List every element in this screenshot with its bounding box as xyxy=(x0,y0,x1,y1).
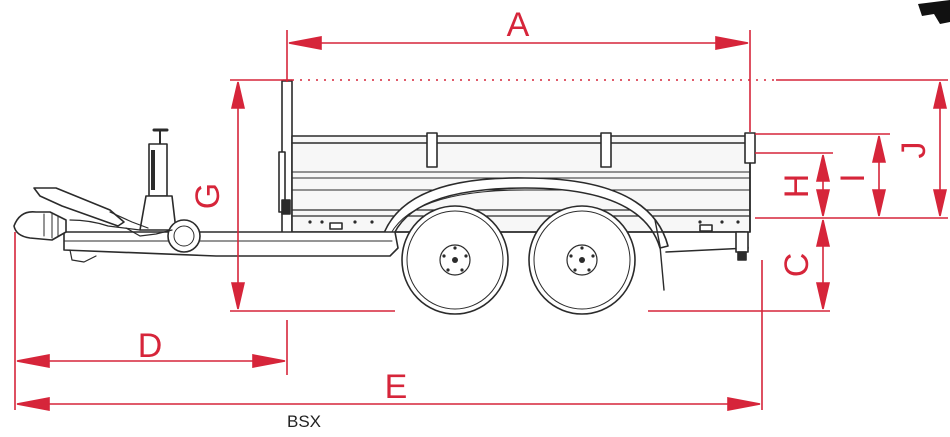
trailer-drawing xyxy=(13,80,756,315)
coupling-head xyxy=(13,187,173,263)
label-j: J xyxy=(895,142,933,159)
label-g: G xyxy=(189,183,227,209)
side-clamp xyxy=(426,132,438,168)
dimension-lines xyxy=(14,30,948,411)
drawbar xyxy=(63,231,399,257)
rear-post xyxy=(744,132,756,164)
logo-corner-icon xyxy=(918,0,950,24)
model-caption: BSX xyxy=(287,412,322,431)
wheel-rear xyxy=(528,205,636,315)
wheel-front xyxy=(401,205,509,315)
label-a: A xyxy=(507,6,530,44)
jockey-wheel xyxy=(139,128,201,253)
label-h: H xyxy=(778,174,816,199)
dimension-labels: A D E G H I J C xyxy=(138,6,933,406)
side-clamp xyxy=(600,132,612,168)
label-i: I xyxy=(834,173,872,182)
label-c: C xyxy=(778,253,816,278)
label-d: D xyxy=(138,327,163,365)
label-e: E xyxy=(385,368,408,406)
